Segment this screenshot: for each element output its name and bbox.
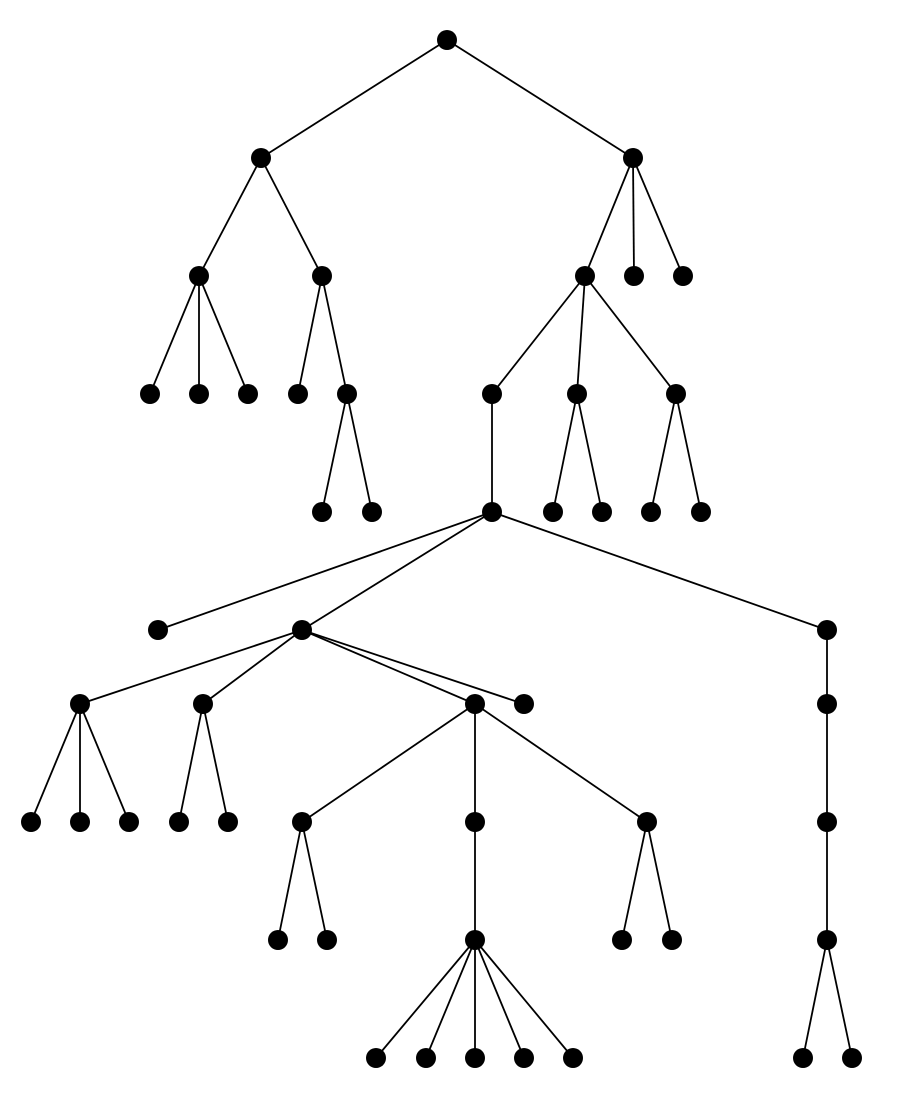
edge-hub-h2 bbox=[301, 511, 493, 631]
edge-c1-c1a bbox=[30, 703, 81, 823]
tree-node-e3a bbox=[612, 930, 632, 950]
tree-node-a1x bbox=[140, 384, 160, 404]
nodes-layer bbox=[21, 30, 862, 1068]
edge-d3-d3b bbox=[826, 939, 853, 1059]
tree-node-b2 bbox=[624, 266, 644, 286]
tree-node-c1a bbox=[21, 812, 41, 832]
edge-a1-a1x bbox=[149, 275, 200, 395]
tree-node-a bbox=[251, 148, 271, 168]
tree-node-b1r1 bbox=[641, 502, 661, 522]
tree-node-h1 bbox=[148, 620, 168, 640]
edge-b1r-b1r2 bbox=[675, 393, 702, 513]
edges-layer bbox=[30, 39, 853, 1059]
tree-node-e2 bbox=[465, 812, 485, 832]
edge-a-a1 bbox=[198, 157, 262, 277]
edge-b-b3 bbox=[632, 157, 684, 277]
edge-b1q-b1q1 bbox=[552, 393, 578, 513]
edge-c1-c1c bbox=[79, 703, 130, 823]
edge-d3-d3a bbox=[802, 939, 828, 1059]
tree-node-c4 bbox=[514, 694, 534, 714]
edge-e2a-f4 bbox=[474, 939, 525, 1059]
edge-hub-h3 bbox=[491, 511, 828, 631]
tree-node-b3 bbox=[673, 266, 693, 286]
edge-e3-e3b bbox=[646, 821, 673, 941]
tree-node-b1q2 bbox=[592, 502, 612, 522]
edge-b1r-b1r1 bbox=[650, 393, 677, 513]
edge-b1-b1r bbox=[584, 275, 677, 395]
tree-node-b bbox=[623, 148, 643, 168]
tree-node-d3 bbox=[817, 930, 837, 950]
edge-a2y-a2y1 bbox=[321, 393, 348, 513]
edge-b1-b1p bbox=[491, 275, 586, 395]
tree-node-e2a bbox=[465, 930, 485, 950]
tree-node-d2 bbox=[817, 812, 837, 832]
tree-node-b1r2 bbox=[691, 502, 711, 522]
edge-h2-c1 bbox=[79, 629, 303, 705]
edge-c2-c2a bbox=[178, 703, 204, 823]
edge-b1-b1q bbox=[576, 275, 586, 395]
edge-e2a-f2 bbox=[425, 939, 476, 1059]
edge-a-a2 bbox=[260, 157, 323, 277]
tree-node-b1p bbox=[482, 384, 502, 404]
tree-node-e3b bbox=[662, 930, 682, 950]
edge-root-b bbox=[446, 39, 634, 159]
tree-node-d3b bbox=[842, 1048, 862, 1068]
tree-node-b1 bbox=[575, 266, 595, 286]
tree-node-e1 bbox=[292, 812, 312, 832]
tree-node-e1b bbox=[317, 930, 337, 950]
tree-node-f5 bbox=[563, 1048, 583, 1068]
tree-node-e1a bbox=[268, 930, 288, 950]
tree-node-e3 bbox=[637, 812, 657, 832]
edge-a1-a1z bbox=[198, 275, 249, 395]
tree-node-b1q bbox=[567, 384, 587, 404]
tree-node-c1 bbox=[70, 694, 90, 714]
edge-root-a bbox=[260, 39, 448, 159]
tree-node-a1y bbox=[189, 384, 209, 404]
tree-node-f4 bbox=[514, 1048, 534, 1068]
tree-node-a1z bbox=[238, 384, 258, 404]
edge-c2-c2b bbox=[202, 703, 229, 823]
tree-node-f3 bbox=[465, 1048, 485, 1068]
edge-h2-c4 bbox=[301, 629, 525, 705]
tree-node-b1r bbox=[666, 384, 686, 404]
edge-b-b2 bbox=[632, 157, 635, 277]
tree-node-a2y bbox=[337, 384, 357, 404]
edge-e2a-f5 bbox=[474, 939, 574, 1059]
edge-h2-c3 bbox=[301, 629, 476, 705]
tree-node-a2 bbox=[312, 266, 332, 286]
edge-b1q-b1q2 bbox=[576, 393, 603, 513]
edge-hub-h1 bbox=[157, 511, 493, 631]
edge-e1-e1b bbox=[301, 821, 328, 941]
tree-node-root bbox=[437, 30, 457, 50]
tree-node-c1c bbox=[119, 812, 139, 832]
tree-node-d3a bbox=[793, 1048, 813, 1068]
tree-node-c2b bbox=[218, 812, 238, 832]
edge-e2a-f1 bbox=[375, 939, 476, 1059]
tree-node-a2x bbox=[288, 384, 308, 404]
edge-a2-a2y bbox=[321, 275, 348, 395]
tree-node-h2 bbox=[292, 620, 312, 640]
tree-node-a1 bbox=[189, 266, 209, 286]
tree-node-a2y1 bbox=[312, 502, 332, 522]
edge-a2y-a2y2 bbox=[346, 393, 373, 513]
tree-node-c2 bbox=[193, 694, 213, 714]
edge-b-b1 bbox=[584, 157, 634, 277]
edge-a2-a2x bbox=[297, 275, 323, 395]
tree-node-c2a bbox=[169, 812, 189, 832]
edge-e1-e1a bbox=[277, 821, 303, 941]
tree-node-hub bbox=[482, 502, 502, 522]
tree-node-b1q1 bbox=[543, 502, 563, 522]
edge-e3-e3a bbox=[621, 821, 648, 941]
tree-node-c3 bbox=[465, 694, 485, 714]
edge-h2-c2 bbox=[202, 629, 303, 705]
edge-c3-e3 bbox=[474, 703, 648, 823]
tree-node-f1 bbox=[366, 1048, 386, 1068]
tree-node-c1b bbox=[70, 812, 90, 832]
edge-c3-e1 bbox=[301, 703, 476, 823]
tree-node-h3 bbox=[817, 620, 837, 640]
tree-node-a2y2 bbox=[362, 502, 382, 522]
tree-node-d1 bbox=[817, 694, 837, 714]
tree-node-f2 bbox=[416, 1048, 436, 1068]
